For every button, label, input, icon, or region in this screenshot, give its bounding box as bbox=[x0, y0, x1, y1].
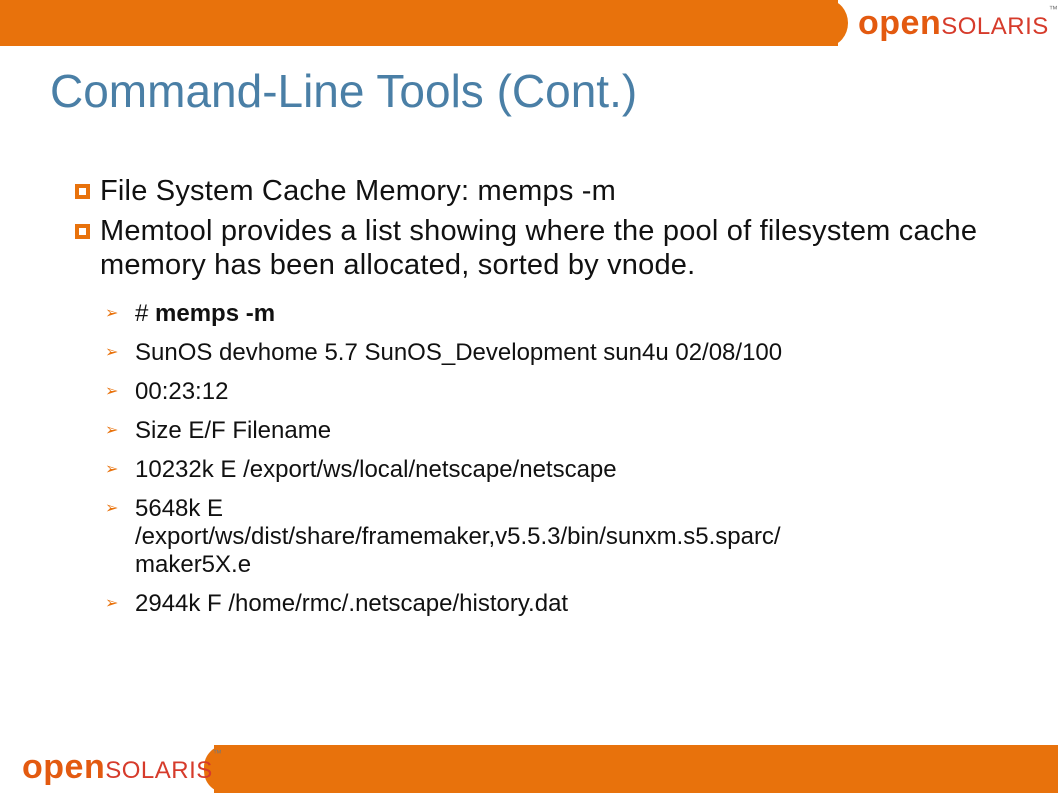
sub-item: ➢ Size E/F Filename bbox=[105, 417, 332, 444]
top-orange-bar bbox=[0, 0, 848, 46]
sub-item: ➢ 2944k F /home/rmc/.netscape/history.da… bbox=[105, 590, 569, 617]
arrow-bullet-icon: ➢ bbox=[105, 344, 119, 361]
opensolaris-logo-top: opensolaris™ bbox=[858, 4, 1058, 42]
sub-item: ➢ 5648k E /export/ws/dist/share/framemak… bbox=[105, 495, 781, 578]
slide-title: Command-Line Tools (Cont.) bbox=[50, 65, 638, 117]
arrow-bullet-icon: ➢ bbox=[105, 500, 119, 517]
sub-item: ➢ SunOS devhome 5.7 SunOS_Development su… bbox=[105, 339, 783, 366]
sub-item: ➢ # memps -m bbox=[105, 300, 276, 327]
square-bullet-icon bbox=[75, 224, 90, 239]
arrow-bullet-icon: ➢ bbox=[105, 422, 119, 439]
opensolaris-logo-bottom: opensolaris™ bbox=[22, 748, 223, 786]
sub-item: ➢ 10232k E /export/ws/local/netscape/net… bbox=[105, 456, 617, 483]
bullet-item: Memtool provides a list showing where th… bbox=[75, 214, 1030, 282]
square-bullet-icon bbox=[75, 184, 90, 199]
arrow-bullet-icon: ➢ bbox=[105, 383, 119, 400]
bottom-orange-bar bbox=[204, 745, 1058, 793]
sub-item: ➢ 00:23:12 bbox=[105, 378, 229, 405]
bullet-item: File System Cache Memory: memps -m bbox=[75, 174, 1030, 208]
arrow-bullet-icon: ➢ bbox=[105, 461, 119, 478]
arrow-bullet-icon: ➢ bbox=[105, 305, 119, 322]
slide-content: File System Cache Memory: memps -m Memto… bbox=[75, 174, 1030, 629]
arrow-bullet-icon: ➢ bbox=[105, 595, 119, 612]
